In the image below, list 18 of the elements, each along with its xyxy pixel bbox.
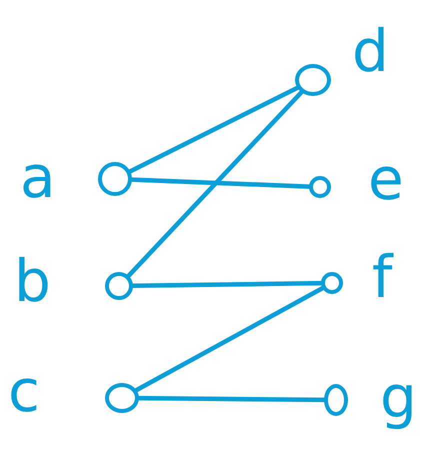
vertex-circle (105, 383, 139, 413)
connector-line (136, 396, 326, 402)
vertex-label: d (352, 22, 389, 80)
connector-line (130, 280, 324, 288)
vertex-label: b (14, 252, 51, 310)
vertex-circle (321, 272, 343, 294)
vertex-circle (295, 64, 331, 96)
vertex-circle (105, 272, 133, 300)
vertex-label: f (372, 248, 392, 306)
vertex-label: c (8, 362, 40, 420)
vertex-circle (324, 384, 348, 416)
vertex-circle (309, 176, 331, 198)
connector-line (128, 86, 300, 174)
connector-line (126, 90, 304, 278)
vertex-circle (98, 162, 132, 196)
vertex-label: e (368, 150, 404, 208)
vertex-label: a (20, 148, 56, 206)
connector-line (130, 177, 312, 189)
